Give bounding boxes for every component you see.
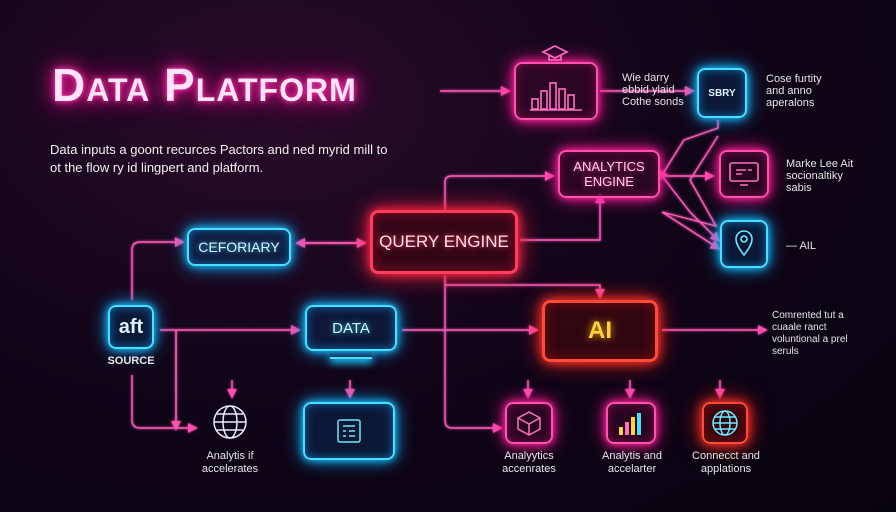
cube-icon [517, 411, 541, 436]
data-node-text: DATA [332, 319, 370, 337]
bars-node[interactable] [606, 402, 656, 444]
sbry-node[interactable]: SBRY [697, 68, 747, 118]
wire-sbry-down [658, 120, 719, 181]
document-grid-icon [337, 419, 361, 443]
wire-branch-down [661, 175, 720, 242]
wire-branch-zig [661, 135, 721, 250]
graduation-cap-icon [541, 45, 569, 61]
page-title: Data Platform [52, 59, 357, 111]
source-node-label: SOURCE [107, 355, 155, 367]
analytics-engine-node[interactable]: ANALYTICS ENGINE [558, 150, 660, 198]
globe-icon [213, 405, 247, 439]
query-engine-text: QUERY ENGINE [379, 232, 509, 251]
monitor-node-label: Marke Lee Ait socionaltiky sabis [786, 158, 854, 194]
page-subtitle: Data inputs a goont recurces Pactors and… [50, 142, 388, 175]
wire-qe-analytics [520, 193, 605, 241]
sbry-node-text: SBRY [708, 87, 736, 99]
wire-src-cef [131, 237, 185, 300]
ai-right-label: Comrented tut a cuaale ranct voluntional… [772, 310, 848, 357]
chart-node[interactable] [514, 62, 598, 120]
bars-node-label: Analytis and accelarter [602, 450, 662, 475]
location-node-label: — AIL [786, 240, 816, 252]
ai-node-text: AI [588, 317, 612, 344]
globe-node-label: Analytis if accelerates [201, 450, 259, 475]
chart-node-label: Wie darry ebbid ylaid Cothe sonds [622, 72, 684, 108]
data-node[interactable]: DATA [305, 305, 397, 351]
globe2-node[interactable] [702, 402, 748, 444]
globe-node[interactable] [208, 402, 252, 442]
globe-icon [712, 410, 738, 436]
ai-node[interactable]: AI [542, 300, 658, 362]
data-node-stand [330, 351, 372, 359]
bar-chart-icon [619, 413, 641, 435]
cube-node[interactable] [505, 402, 553, 444]
ceforiary-node[interactable]: CEFORIARY [187, 228, 291, 266]
wire-analytics-up [444, 171, 555, 210]
source-node-text: aft [118, 315, 144, 338]
cube-node-label: Analyytics accenrates [502, 450, 556, 475]
bar-chart-icon [530, 82, 582, 111]
globe2-node-label: Connecct and applations [692, 450, 760, 475]
source-node[interactable]: aft [108, 305, 154, 349]
document-node[interactable] [303, 402, 395, 460]
analytics-engine-text: ANALYTICS ENGINE [573, 159, 645, 189]
wire-qe-down [444, 275, 503, 433]
wire-src-loop [131, 375, 198, 433]
location-pin-icon [735, 230, 753, 257]
monitor-node[interactable] [719, 150, 769, 198]
wire-qe-ai [445, 284, 605, 299]
ceforiary-text: CEFORIARY [198, 239, 280, 255]
query-engine-node[interactable]: QUERY ENGINE [370, 210, 518, 274]
monitor-icon [729, 162, 759, 186]
location-node[interactable] [720, 220, 768, 268]
sbry-node-label: Cose furtity and anno aperalons [766, 73, 822, 109]
